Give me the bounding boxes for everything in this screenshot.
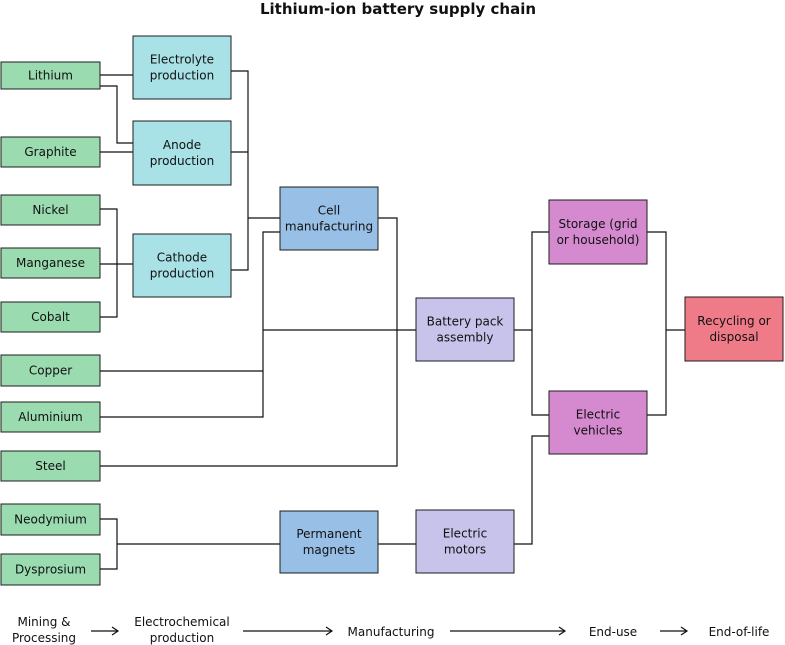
connector-storage-recycling bbox=[647, 231, 667, 416]
node-neodymium: Neodymium bbox=[0, 503, 101, 536]
stage-enduse-label: End-use bbox=[589, 625, 637, 639]
connector-steel-cell bbox=[100, 217, 398, 467]
node-cobalt-label: Cobalt bbox=[31, 310, 70, 324]
connector-enduse-bus bbox=[531, 231, 549, 416]
node-storage-label: or household) bbox=[557, 233, 640, 247]
node-motors: Electric motors bbox=[415, 509, 515, 574]
stage-axis: Mining & Processing Electrochemical product… bbox=[12, 615, 769, 645]
node-electrolyte: Electrolyte production bbox=[132, 35, 232, 100]
node-cathode-label: Cathode bbox=[157, 251, 207, 265]
nodes-layer: LithiumGraphiteNickelManganeseCobaltCopp… bbox=[0, 35, 784, 586]
node-pack-box bbox=[415, 297, 515, 362]
node-copper: Copper bbox=[0, 354, 101, 387]
arrow-mining-electrochem bbox=[91, 626, 120, 636]
node-magnets-label: magnets bbox=[303, 543, 356, 557]
node-cathode-box bbox=[132, 233, 232, 298]
arrow-manufacturing-enduse bbox=[450, 626, 567, 636]
node-electrolyte-label: production bbox=[150, 69, 214, 83]
stage-electrochem-label: production bbox=[150, 631, 214, 645]
node-recycling-label: Recycling or bbox=[697, 314, 771, 328]
connector-aluminium-cell bbox=[100, 231, 280, 418]
node-cell-box bbox=[279, 186, 379, 251]
node-anode-label: production bbox=[150, 154, 214, 168]
node-nickel-box bbox=[0, 194, 101, 226]
node-storage-box bbox=[548, 199, 648, 265]
node-lithium: Lithium bbox=[0, 61, 101, 90]
node-ev-box bbox=[548, 390, 648, 455]
node-aluminium-box bbox=[0, 401, 101, 433]
node-aluminium-label: Aluminium bbox=[18, 410, 82, 424]
node-magnets: Permanent magnets bbox=[279, 510, 379, 574]
node-steel: Steel bbox=[0, 450, 101, 482]
node-pack-label: assembly bbox=[437, 331, 494, 345]
node-electrolyte-label: Electrolyte bbox=[150, 53, 214, 67]
node-graphite-box bbox=[0, 136, 101, 168]
node-graphite: Graphite bbox=[0, 136, 101, 168]
node-anode-label: Anode bbox=[163, 138, 201, 152]
node-storage-label: Storage (grid bbox=[559, 217, 638, 231]
connector-motors-ev bbox=[514, 435, 549, 545]
node-cobalt-box bbox=[0, 301, 101, 333]
node-dysprosium-box bbox=[0, 553, 101, 586]
stage-mining-label: Mining & bbox=[17, 615, 70, 629]
node-cell-label: Cell bbox=[318, 204, 340, 218]
connector-nickel-bus bbox=[100, 208, 118, 318]
diagram-title: Lithium-ion battery supply chain bbox=[260, 0, 536, 18]
node-cell: Cell manufacturing bbox=[279, 186, 379, 251]
node-nickel-label: Nickel bbox=[32, 203, 68, 217]
node-aluminium: Aluminium bbox=[0, 401, 101, 433]
connector-rare-earths bbox=[100, 518, 118, 570]
node-anode-box bbox=[132, 120, 232, 186]
node-storage: Storage (grid or household) bbox=[548, 199, 648, 265]
node-motors-label: motors bbox=[444, 543, 486, 557]
connector-lithium-anode bbox=[100, 85, 133, 144]
node-neodymium-label: Neodymium bbox=[14, 513, 87, 527]
node-motors-label: Electric bbox=[443, 527, 487, 541]
node-recycling: Recycling or disposal bbox=[684, 296, 784, 362]
stage-electrochem-label: Electrochemical bbox=[134, 615, 230, 629]
node-ev-label: Electric bbox=[576, 408, 620, 422]
node-manganese-box bbox=[0, 247, 101, 279]
node-lithium-box bbox=[0, 61, 101, 90]
node-anode: Anode production bbox=[132, 120, 232, 186]
node-motors-box bbox=[415, 509, 515, 574]
connector-electrolyte-bus bbox=[231, 70, 249, 271]
node-graphite-label: Graphite bbox=[24, 145, 76, 159]
node-cathode: Cathode production bbox=[132, 233, 232, 298]
stage-mining-label: Processing bbox=[12, 631, 76, 645]
node-cobalt: Cobalt bbox=[0, 301, 101, 333]
node-ev: Electric vehicles bbox=[548, 390, 648, 455]
node-magnets-box bbox=[279, 510, 379, 574]
node-steel-box bbox=[0, 450, 101, 482]
stage-manufacturing-label: Manufacturing bbox=[348, 625, 435, 639]
node-steel-label: Steel bbox=[35, 459, 65, 473]
node-pack: Battery pack assembly bbox=[415, 297, 515, 362]
node-nickel: Nickel bbox=[0, 194, 101, 226]
node-recycling-label: disposal bbox=[709, 330, 758, 344]
node-dysprosium-label: Dysprosium bbox=[15, 563, 86, 577]
node-magnets-label: Permanent bbox=[296, 527, 362, 541]
node-recycling-box bbox=[684, 296, 784, 362]
connectors bbox=[100, 70, 685, 570]
node-cathode-label: production bbox=[150, 267, 214, 281]
arrow-enduse-eol bbox=[660, 626, 689, 636]
node-manganese: Manganese bbox=[0, 247, 101, 279]
node-copper-box bbox=[0, 354, 101, 387]
node-cell-label: manufacturing bbox=[285, 220, 373, 234]
node-ev-label: vehicles bbox=[574, 424, 623, 438]
node-copper-label: Copper bbox=[29, 364, 72, 378]
node-dysprosium: Dysprosium bbox=[0, 553, 101, 586]
node-electrolyte-box bbox=[132, 35, 232, 100]
node-neodymium-box bbox=[0, 503, 101, 536]
node-lithium-label: Lithium bbox=[28, 69, 73, 83]
arrow-electrochem-manufacturing bbox=[243, 626, 334, 636]
node-pack-label: Battery pack bbox=[427, 315, 504, 329]
stage-eol-label: End-of-life bbox=[709, 625, 770, 639]
node-manganese-label: Manganese bbox=[16, 256, 85, 270]
